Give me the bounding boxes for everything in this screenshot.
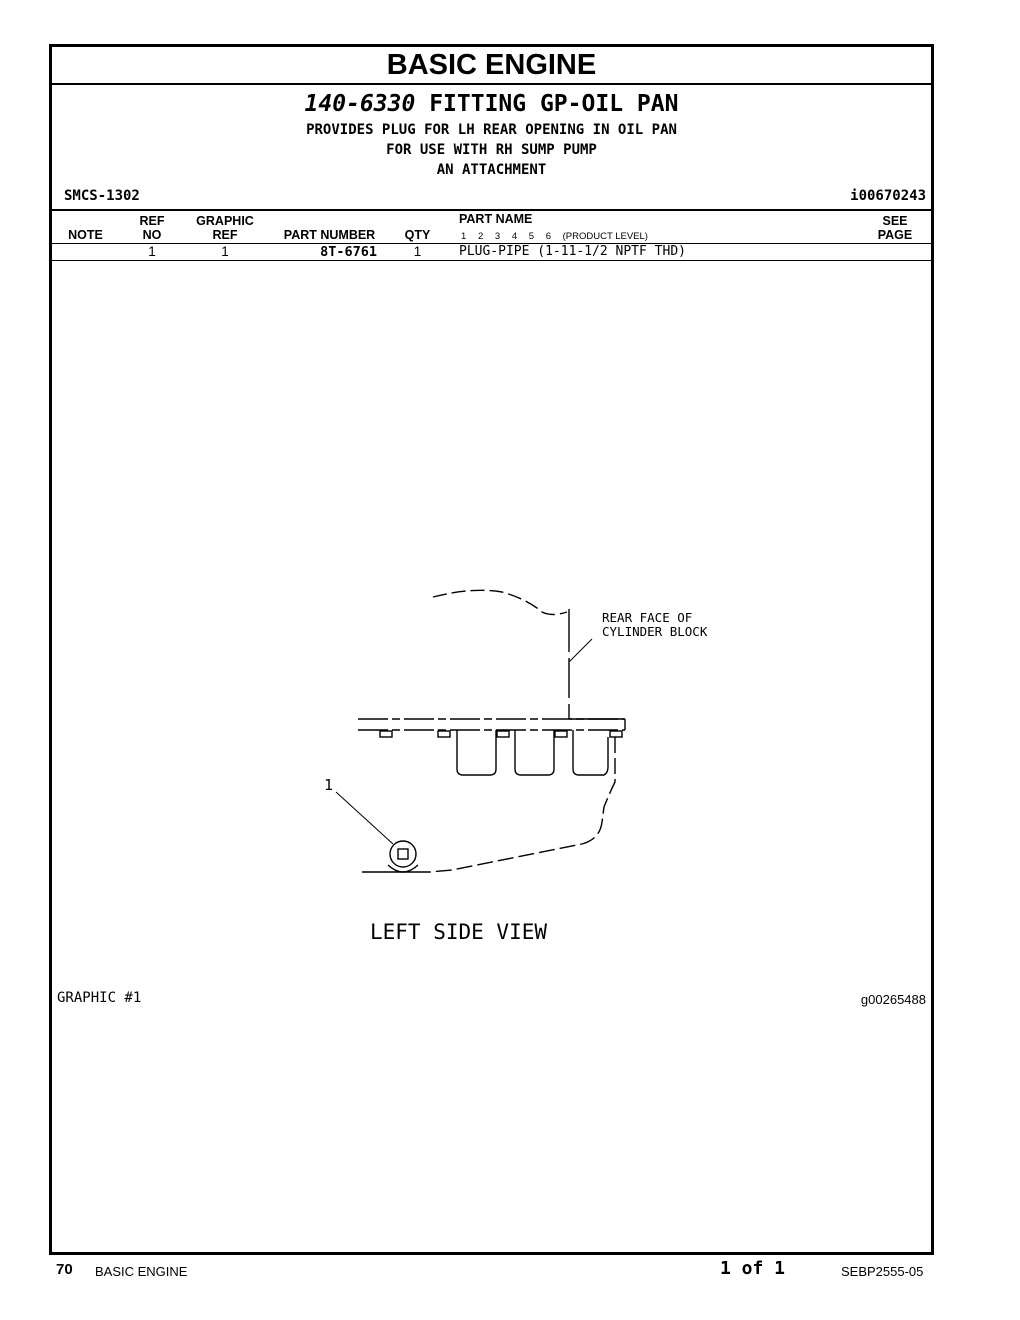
sump-pocket-3 [572, 730, 609, 776]
footer-section: BASIC ENGINE [95, 1264, 188, 1279]
bolt-1 [379, 730, 393, 738]
row-part-number: 8T-6761 [320, 244, 377, 260]
description-line-1: PROVIDES PLUG FOR LH REAR OPENING IN OIL… [306, 122, 677, 138]
section-title: BASIC ENGINE [386, 49, 597, 81]
plug-seat [387, 864, 419, 873]
col-ref-no-top: REF [139, 214, 165, 228]
level-3: 3 [494, 231, 501, 242]
footer-page-count: 1 of 1 [720, 1258, 786, 1279]
callout-leader [335, 791, 394, 845]
page-frame: BASIC ENGINE 140-6330 FITTING GP-OIL PAN… [49, 44, 934, 1255]
callout-1: 1 [324, 776, 334, 794]
description-line-3: AN ATTACHMENT [436, 162, 547, 178]
product-level-row: 1 2 3 4 5 6 (PRODUCT LEVEL) [461, 231, 648, 242]
level-1: 1 [461, 231, 467, 242]
level-label: (PRODUCT LEVEL) [562, 231, 648, 242]
plug-square [397, 848, 409, 860]
oil-pan-drawing [335, 589, 626, 873]
view-caption: LEFT SIDE VIEW [370, 920, 548, 944]
table-row-divider [52, 260, 931, 261]
group-number: 140-6330 [304, 91, 416, 117]
col-see-page-top: SEE [882, 214, 908, 228]
graphic-label: GRAPHIC #1 [57, 990, 142, 1006]
graphic-id: g00265488 [860, 992, 926, 1007]
table-header-divider [52, 243, 931, 244]
col-graphic-ref-top: GRAPHIC [196, 214, 254, 228]
col-see-page-bottom: PAGE [877, 228, 913, 242]
col-part-number: PART NUMBER [283, 228, 376, 242]
col-graphic-ref-bottom: REF [212, 228, 238, 242]
description-line-2: FOR USE WITH RH SUMP PUMP [386, 142, 597, 158]
rear-face-label: REAR FACE OF CYLINDER BLOCK [602, 611, 707, 639]
level-2: 2 [477, 231, 484, 242]
bolt-4 [554, 730, 568, 738]
footer-page-number: 70 [56, 1261, 73, 1278]
table-top-divider [52, 209, 931, 211]
bolt-2 [437, 730, 451, 738]
info-id: i00670243 [850, 188, 926, 204]
row-graphic-ref: 1 [221, 244, 229, 259]
col-ref-no-bottom: NO [142, 228, 162, 242]
col-note: NOTE [68, 228, 103, 242]
rear-face-leader [568, 638, 593, 663]
level-6: 6 [545, 231, 551, 242]
block-outline [432, 589, 568, 616]
sump-pocket-2 [514, 730, 555, 776]
level-5: 5 [528, 231, 535, 242]
col-qty: QTY [404, 228, 431, 242]
sump-pocket-1 [456, 730, 497, 776]
row-qty: 1 [413, 244, 422, 259]
pan-outline [429, 737, 616, 873]
bolt-5 [609, 730, 623, 738]
bolt-3 [496, 730, 510, 738]
level-4: 4 [511, 231, 518, 242]
footer-doc-id: SEBP2555-05 [841, 1264, 924, 1279]
group-name: FITTING GP-OIL PAN [429, 91, 679, 117]
row-ref-no: 1 [148, 244, 156, 259]
rear-face-label-line-1: REAR FACE OF [602, 610, 693, 625]
col-part-name: PART NAME [459, 212, 533, 226]
plug-circle [389, 840, 417, 868]
group-title: 140-6330 FITTING GP-OIL PAN [52, 91, 931, 117]
rear-face-label-line-2: CYLINDER BLOCK [602, 624, 708, 639]
smcs-code: SMCS-1302 [64, 188, 140, 204]
row-part-name: PLUG-PIPE (1-11-1/2 NPTF THD) [459, 244, 686, 259]
title-divider [52, 83, 931, 85]
